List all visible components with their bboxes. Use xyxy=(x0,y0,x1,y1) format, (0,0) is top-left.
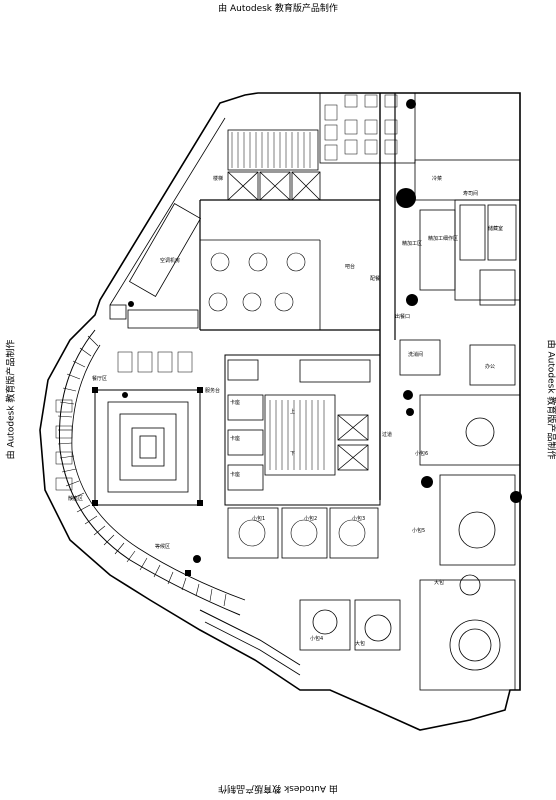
label-private-5: 小包5 xyxy=(412,527,425,534)
label-display: 空调机房 xyxy=(160,257,180,264)
watermark-top: 由 Autodesk 教育版产品制作 xyxy=(218,4,338,14)
label-waiting: 等候区 xyxy=(155,543,170,550)
label-booth-2: 卡座 xyxy=(230,435,240,442)
label-booth-1: 卡座 xyxy=(230,399,240,406)
label-up: 上 xyxy=(290,408,295,415)
label-lobby: 过道 xyxy=(382,431,392,438)
label-fine-process: 精加工细作区 xyxy=(428,235,458,242)
label-sushi: 寿司间 xyxy=(463,190,478,197)
label-outlet: 出餐口 xyxy=(395,313,410,320)
outer-wall xyxy=(39,92,521,731)
label-booth-3: 卡座 xyxy=(230,471,240,478)
label-stair-top: 楼梯 xyxy=(213,175,223,182)
label-seating: 散座区 xyxy=(68,495,83,502)
label-kitchen-finish: 精加工区 xyxy=(402,240,422,247)
label-large-private: 大包 xyxy=(355,640,365,647)
label-private-3: 小包3 xyxy=(352,515,365,522)
label-office: 办公 xyxy=(485,363,495,370)
label-private-2: 小包2 xyxy=(304,515,317,522)
label-bar: 吧台 xyxy=(345,263,355,270)
label-storage: 储藏室 xyxy=(488,225,503,232)
label-service: 服务台 xyxy=(205,387,220,394)
label-large-private-2: 大包 xyxy=(434,579,444,586)
label-private-4: 小包4 xyxy=(310,635,323,642)
label-down: 下 xyxy=(290,451,295,457)
label-cold-dish: 冷菜 xyxy=(432,175,442,182)
label-private-6: 小包6 xyxy=(415,450,428,457)
label-dining: 餐厅区 xyxy=(92,375,107,382)
label-pantry: 配餐 xyxy=(370,275,380,282)
label-washing: 洗消间 xyxy=(408,351,423,358)
label-private-1: 小包1 xyxy=(252,515,265,522)
